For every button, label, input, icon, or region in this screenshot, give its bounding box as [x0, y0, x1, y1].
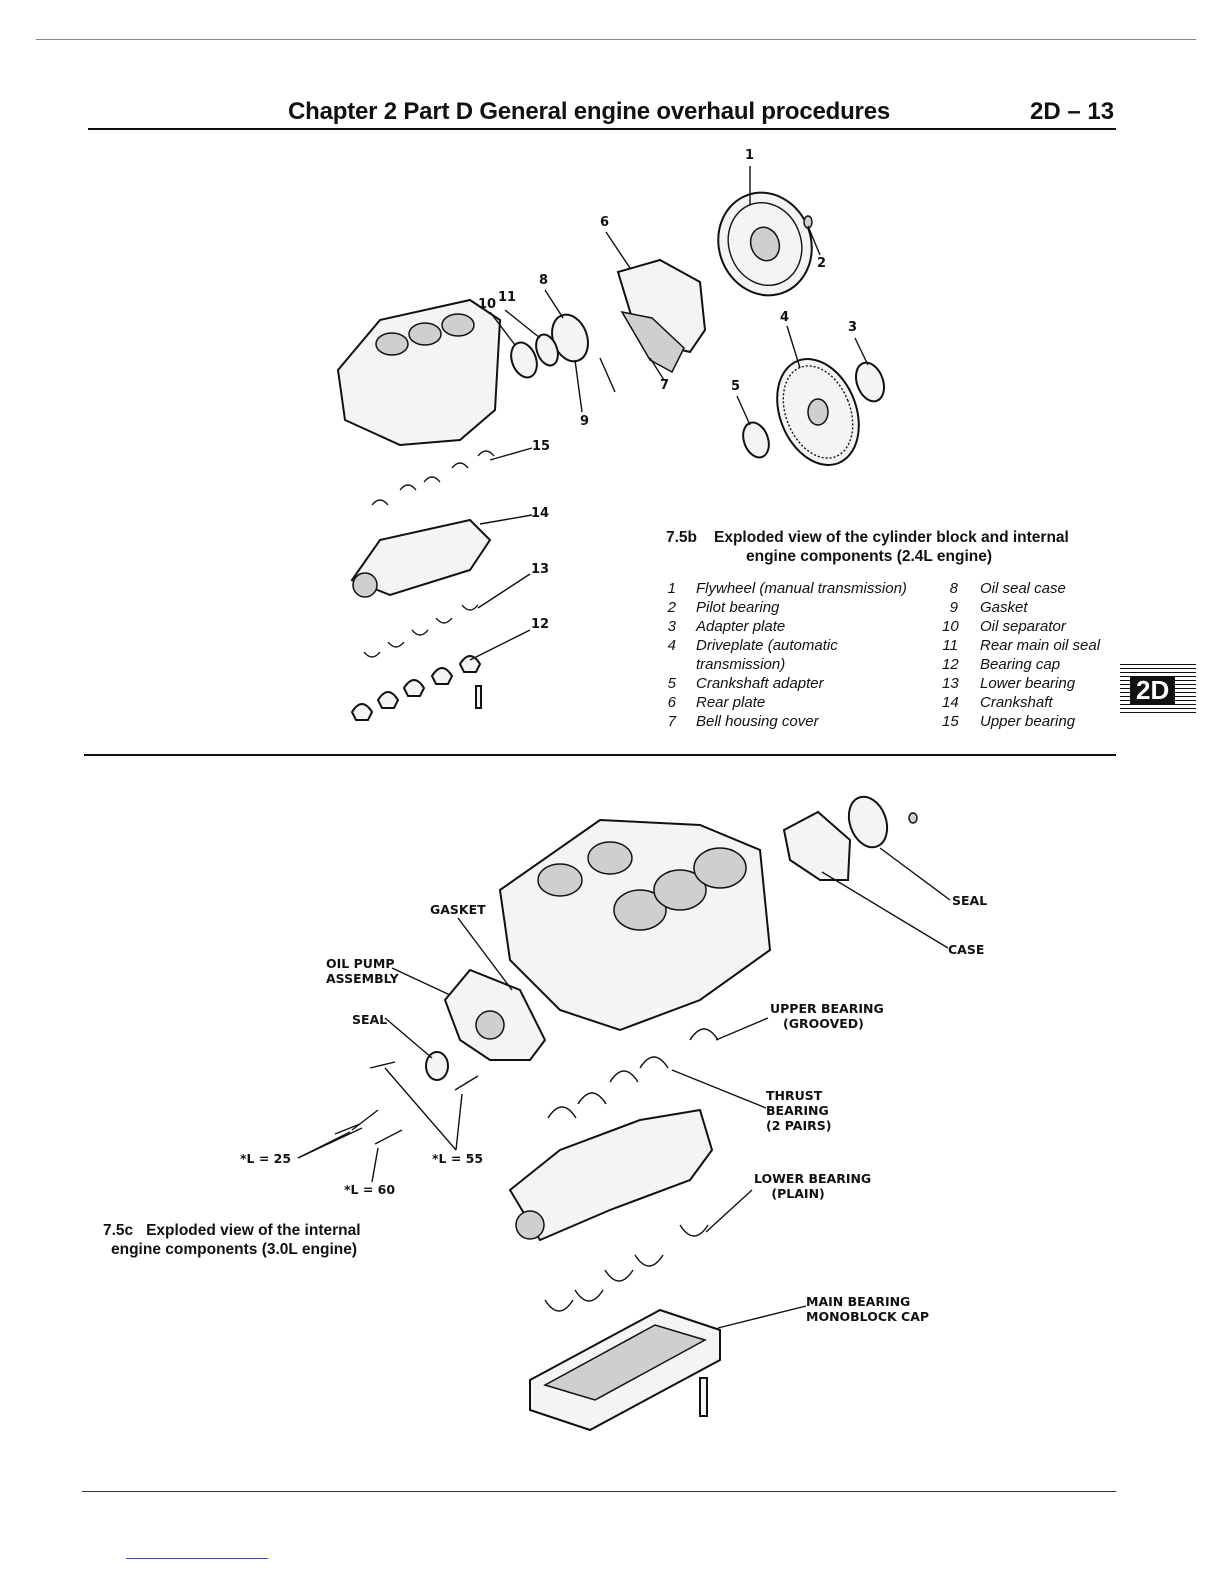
figure-7-5c-drawing: [297, 795, 951, 1432]
legend-right-item-number: 15: [942, 713, 959, 730]
callout-8: 8: [539, 273, 549, 288]
section-tab-label: 2D: [1130, 676, 1176, 704]
legend-right-item-text: Crankshaft: [980, 694, 1053, 711]
seal-case-illustration: [782, 810, 852, 881]
legend-right-item-text: Oil separator: [980, 618, 1066, 635]
legend-left-item-text: Adapter plate: [696, 618, 786, 635]
label-upper-bearing: UPPER BEARING (GROOVED): [770, 1001, 884, 1031]
legend-right-item-text: Gasket: [980, 599, 1028, 616]
label-bolt-l25: *L = 25: [240, 1151, 292, 1166]
seal-plug-illustration: [908, 812, 918, 824]
section-rule: [84, 754, 1116, 756]
bell-housing-cover-illustration: [620, 310, 685, 374]
monoblock-cap-illustration: [529, 1308, 721, 1432]
label-oil-pump-assembly: OIL PUMP ASSEMBLY: [326, 956, 399, 986]
lower-bearings-illustration: [363, 604, 479, 658]
legend-left-item-number: 2: [667, 599, 676, 616]
legend-right-item-text: Bearing cap: [980, 656, 1061, 673]
callout-11: 11: [498, 290, 517, 305]
figure-7-5c-caption: 7.5c Exploded view of the internal engin…: [103, 1221, 423, 1259]
legend-left-item-number: 1: [667, 580, 676, 597]
figure-7-5b-drawing: [336, 166, 886, 721]
callout-9: 9: [580, 414, 590, 429]
label-seal-left: SEAL: [352, 1012, 388, 1027]
legend-left-item-text: Pilot bearing: [696, 599, 780, 616]
legend-left-item-text: transmission): [696, 656, 786, 673]
callout-2: 2: [817, 256, 827, 271]
flywheel-illustration: [717, 191, 813, 297]
label-bolt-l55: *L = 55: [432, 1151, 484, 1166]
callout-3: 3: [848, 320, 858, 335]
callout-6: 6: [600, 215, 610, 230]
label-lower-bearing: LOWER BEARING (PLAIN): [754, 1171, 872, 1201]
legend-right-item-number: 12: [942, 656, 959, 673]
label-bolt-l60: *L = 60: [344, 1182, 396, 1197]
figure-7-5c-number: 7.5c: [103, 1222, 134, 1239]
legend-right-item-text: Upper bearing: [980, 713, 1076, 730]
legend-left-item-text: Flywheel (manual transmission): [696, 580, 907, 597]
adapter-plate-illustration: [854, 361, 886, 403]
callout-4: 4: [780, 310, 790, 325]
oil-separator-illustration: [510, 341, 538, 379]
callout-1: 1: [745, 148, 755, 163]
footer-rule: [82, 1491, 1116, 1492]
legend-left-item-text: Rear plate: [696, 694, 766, 711]
footer-blue-mark: [126, 1558, 268, 1559]
bolts-illustration: [334, 1061, 479, 1145]
figure-7-5b-caption: 7.5b Exploded view of the cylinder block …: [666, 528, 1106, 566]
v6-block-illustration: [498, 818, 772, 1032]
label-gasket: GASKET: [430, 902, 486, 917]
legend-right-item-number: 9: [949, 599, 958, 616]
figure-7-5b-caption-line2: engine components (2.4L engine): [746, 548, 993, 565]
figure-7-5b-number: 7.5b: [666, 529, 698, 546]
legend-right-item-number: 10: [942, 618, 959, 635]
driveplate-illustration: [776, 358, 860, 466]
label-case: CASE: [948, 942, 985, 957]
lower-main-bearings-illustration: [544, 1224, 709, 1312]
callout-12: 12: [531, 617, 550, 632]
rear-seal-illustration: [847, 795, 889, 849]
legend-left-item-number: 3: [667, 618, 676, 635]
pilot-bearing-illustration: [803, 215, 813, 229]
scan-top-rule: [36, 39, 1196, 40]
chapter-title: Chapter 2 Part D General engine overhaul…: [288, 98, 890, 125]
label-seal-right: SEAL: [952, 893, 988, 908]
legend-left-item-text: Bell housing cover: [696, 713, 819, 730]
legend-left-item-text: Crankshaft adapter: [696, 675, 824, 692]
callout-13: 13: [531, 562, 550, 577]
upper-bearings-illustration: [371, 450, 495, 506]
callout-7: 7: [660, 378, 670, 393]
crank-3-0-illustration: [508, 1108, 714, 1242]
legend-right-item-text: Oil seal case: [980, 580, 1066, 597]
front-seal-illustration: [425, 1051, 449, 1081]
header-rule: [88, 128, 1116, 130]
legend-left-item-number: 5: [667, 675, 676, 692]
callout-10: 10: [478, 297, 497, 312]
legend-left-item-number: 4: [667, 637, 676, 654]
legend-right-item-number: 13: [942, 675, 959, 692]
legend-right-item-text: Lower bearing: [980, 675, 1076, 692]
callout-15: 15: [532, 439, 551, 454]
upper-main-bearings-illustration: [547, 1028, 719, 1119]
crankshaft-illustration: [350, 518, 492, 598]
page-number: 2D – 13: [1030, 98, 1115, 125]
callout-14: 14: [531, 506, 550, 521]
legend-left-item-number: 7: [667, 713, 676, 730]
legend-right-item-number: 8: [949, 580, 958, 597]
legend-right-item-text: Rear main oil seal: [980, 637, 1101, 654]
figure-7-5c-caption-line1: Exploded view of the internal: [146, 1222, 361, 1239]
legend-left-item-text: Driveplate (automatic: [696, 637, 838, 654]
figure-7-5b-caption-line1: Exploded view of the cylinder block and …: [714, 529, 1069, 546]
callout-5: 5: [731, 379, 741, 394]
legend-right-item-number: 11: [942, 637, 958, 654]
label-thrust-bearing: THRUST BEARING (2 PAIRS): [766, 1088, 832, 1133]
legend-right-item-number: 14: [942, 694, 959, 711]
bearing-caps-illustration: [350, 655, 482, 721]
figure-7-5c-caption-line2: engine components (3.0L engine): [111, 1241, 358, 1258]
label-main-bearing-cap: MAIN BEARING MONOBLOCK CAP: [806, 1294, 930, 1324]
legend-left-item-number: 6: [667, 694, 676, 711]
rear-main-seal-illustration: [535, 333, 559, 367]
